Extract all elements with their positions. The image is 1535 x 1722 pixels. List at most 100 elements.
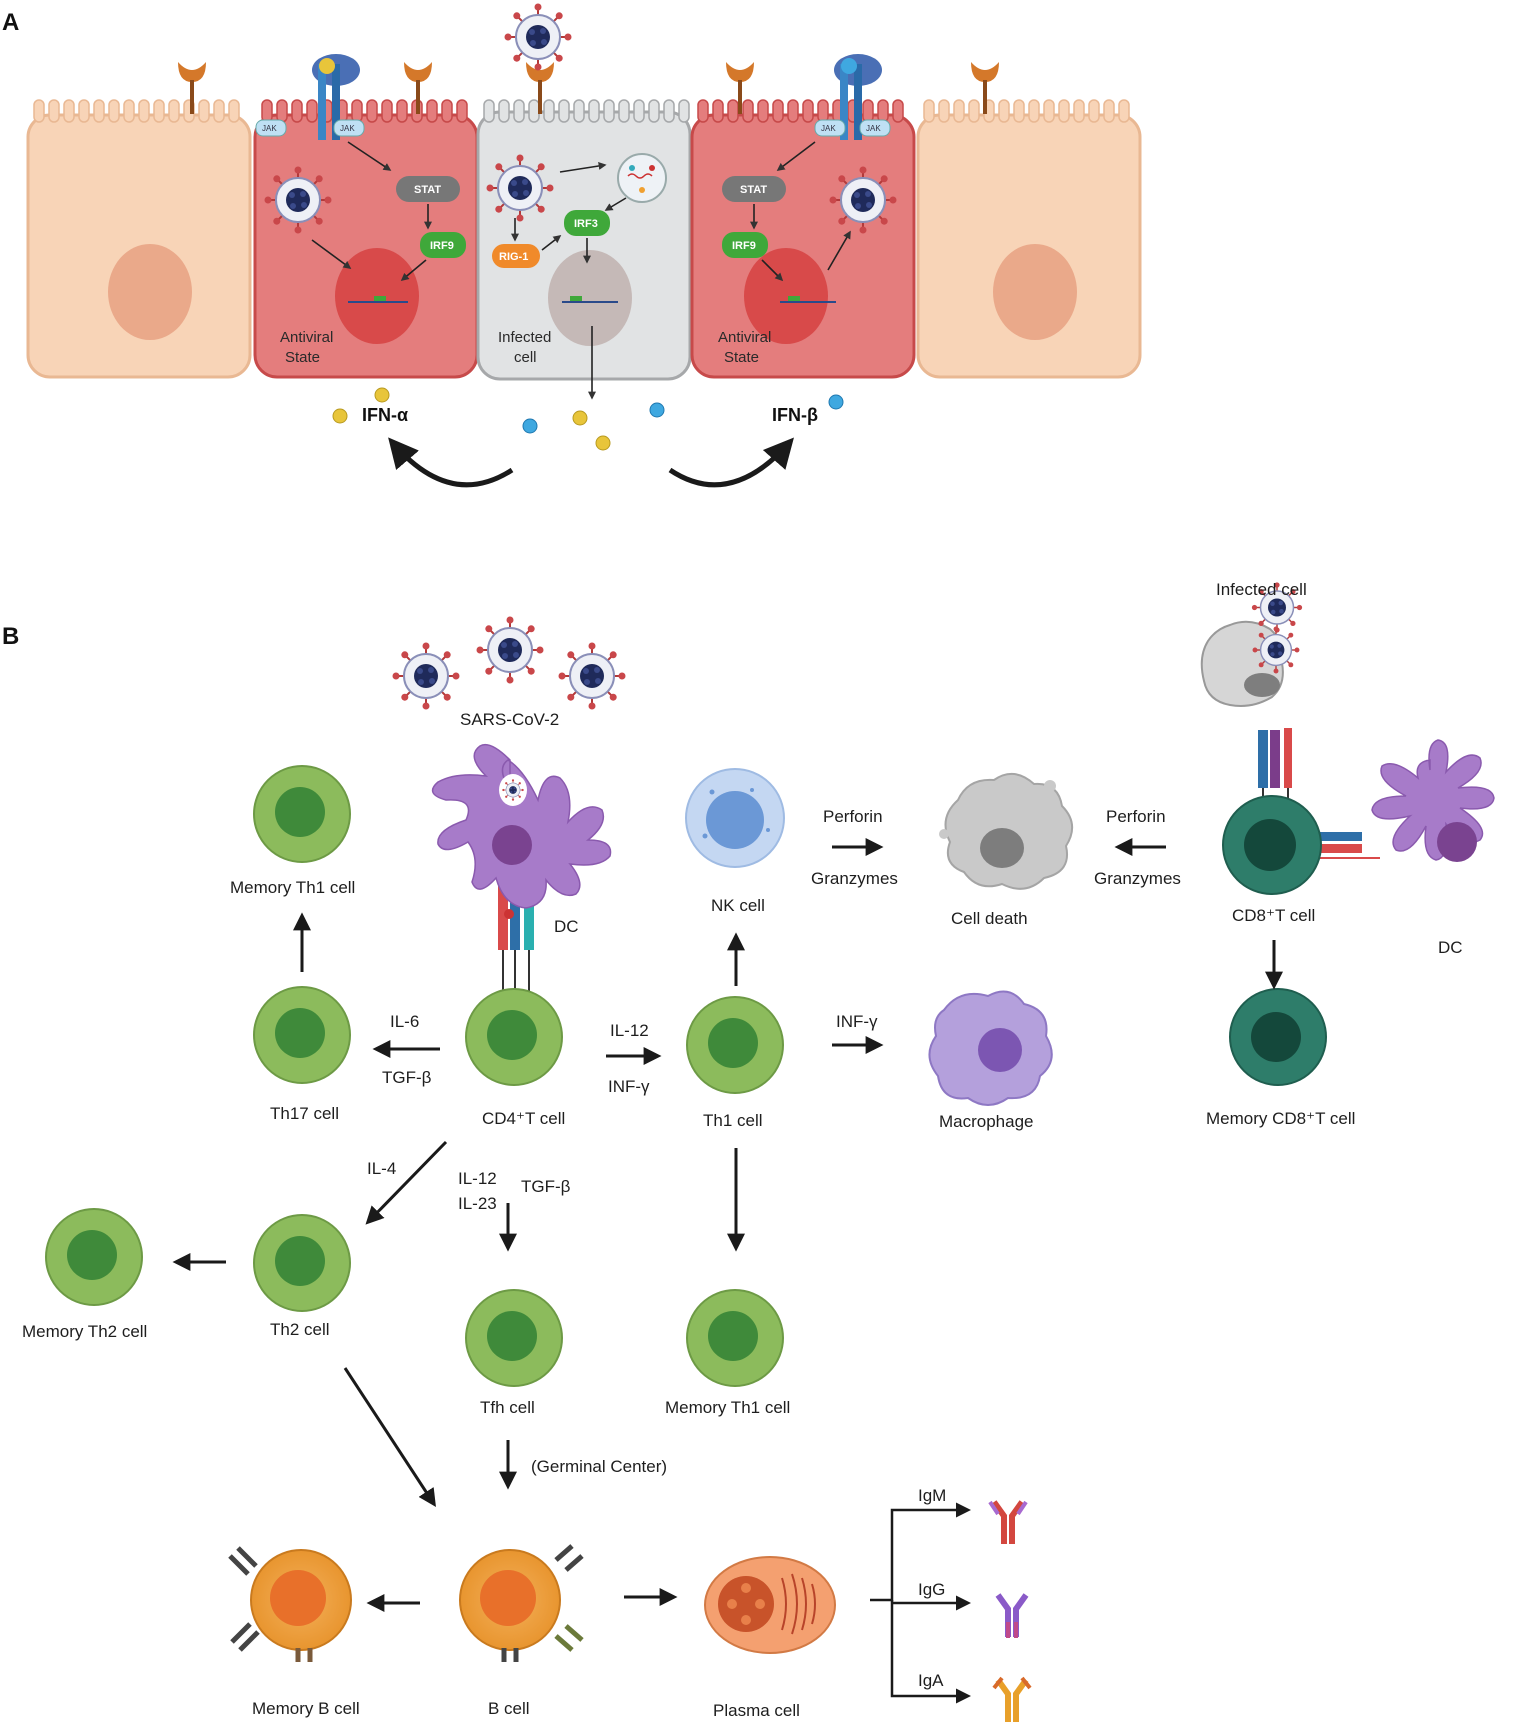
microvillus	[483, 99, 495, 123]
microvillus	[306, 99, 318, 123]
jak-label: JAK	[262, 124, 277, 133]
macrophage-cell	[928, 990, 1053, 1106]
tfh-cell	[465, 1289, 563, 1387]
igm-antibody-icon	[988, 1502, 1028, 1544]
microvillus	[678, 99, 690, 123]
microvillus	[862, 99, 874, 123]
microvillus	[1073, 99, 1085, 123]
dc-label: DC	[554, 917, 579, 936]
panel-label-a: A	[2, 9, 19, 36]
stat-box-left: STAT	[396, 176, 460, 202]
virus-icon	[1251, 625, 1301, 675]
igg-antibody-icon	[998, 1595, 1026, 1638]
microvillus	[1028, 99, 1040, 123]
memory-b-cell	[228, 1546, 352, 1662]
memory-th1-label-bottom: Memory Th1 cell	[665, 1398, 790, 1417]
iga-antibody-icon	[992, 1676, 1032, 1722]
interferon-molecules	[332, 387, 844, 451]
microvillus	[276, 99, 288, 123]
virus-icon	[557, 641, 627, 711]
memory-th1-cell-bottom	[686, 1289, 784, 1387]
th1-cell	[686, 996, 784, 1094]
memory-th1-label-top: Memory Th1 cell	[230, 878, 355, 897]
perforin-label: Perforin	[1106, 807, 1166, 826]
ifn-receptor-left: JAK JAK	[255, 54, 365, 140]
virus-icon	[475, 615, 545, 685]
microvillus	[1118, 99, 1130, 123]
th1-label: Th1 cell	[703, 1111, 763, 1130]
microvillus	[396, 99, 408, 123]
nk-cell-label: NK cell	[711, 896, 765, 915]
plasma-cell-label: Plasma cell	[713, 1701, 800, 1720]
microvillus	[498, 99, 510, 123]
cd8-label: CD8⁺T cell	[1232, 906, 1315, 925]
b-cell	[459, 1544, 584, 1662]
microvillus	[787, 99, 799, 123]
irf9-box-right: IRF9	[722, 232, 768, 258]
microvillus	[351, 99, 363, 123]
microvillus	[558, 99, 570, 123]
rig1-label: RIG-1	[499, 251, 528, 263]
cell-death-label: Cell death	[951, 909, 1028, 928]
infected-cell-label: cell	[514, 349, 537, 366]
granzymes-label: Granzymes	[811, 869, 898, 888]
infected-cell-label: Infected cell	[1216, 580, 1307, 599]
jak-label: JAK	[821, 124, 836, 133]
microvillus	[953, 99, 965, 123]
irf9-box-left: IRF9	[420, 232, 466, 258]
microvillus	[1088, 99, 1100, 123]
memory-b-label: Memory B cell	[252, 1699, 360, 1718]
antiviral-state-label: Antiviral	[280, 329, 333, 346]
microvillus	[727, 99, 739, 123]
memory-th2-label: Memory Th2 cell	[22, 1322, 147, 1341]
dying-cell	[939, 773, 1073, 890]
iga-label: IgA	[918, 1671, 944, 1690]
jak-label: JAK	[340, 124, 355, 133]
microvillus	[588, 99, 600, 123]
tgfb-label: TGF-β	[521, 1177, 571, 1196]
virus-icon	[828, 165, 898, 235]
microvillus	[123, 99, 135, 123]
memory-cd8-t-cell	[1229, 988, 1327, 1086]
microvillus	[441, 99, 453, 123]
microvillus	[213, 99, 225, 123]
microvillus	[513, 99, 525, 123]
plasma-branch-arrows	[870, 1502, 971, 1704]
memory-th2-cell	[45, 1208, 143, 1306]
microvillus	[78, 99, 90, 123]
virus-icon	[263, 165, 333, 235]
microvillus	[633, 99, 645, 123]
ifn-receptor-right: JAK JAK	[814, 54, 891, 140]
tgfb-label: TGF-β	[382, 1068, 432, 1087]
microvillus	[742, 99, 754, 123]
ifn-release-arrows	[388, 437, 794, 488]
macrophage-label: Macrophage	[939, 1112, 1034, 1131]
dendritic-cell-left	[431, 743, 612, 909]
infected-cell-label: Infected	[498, 329, 551, 346]
microvillus	[228, 99, 240, 123]
perforin-label: Perforin	[823, 807, 883, 826]
gene-promoter-marks	[348, 296, 836, 303]
infg-label: INF-γ	[608, 1077, 650, 1096]
microvillus	[108, 99, 120, 123]
microvillus	[138, 99, 150, 123]
stat-label: STAT	[740, 184, 767, 196]
microvillus	[153, 99, 165, 123]
cd8-t-cell	[1222, 795, 1322, 895]
microvillus	[697, 99, 709, 123]
microvillus	[426, 99, 438, 123]
microvillus	[938, 99, 950, 123]
jak-label: JAK	[866, 124, 881, 133]
microvillus	[892, 99, 904, 123]
igm-label: IgM	[918, 1486, 946, 1505]
microvillus	[663, 99, 675, 123]
microvillus	[63, 99, 75, 123]
microvillus	[923, 99, 935, 123]
irf9-label: IRF9	[430, 240, 454, 252]
il4-label: IL-4	[367, 1159, 396, 1178]
irf3-label: IRF3	[574, 218, 598, 230]
panel-label-b: B	[2, 623, 19, 650]
microvillus	[712, 99, 724, 123]
virus-icon	[391, 641, 461, 711]
irf3-box: IRF3	[564, 210, 610, 236]
